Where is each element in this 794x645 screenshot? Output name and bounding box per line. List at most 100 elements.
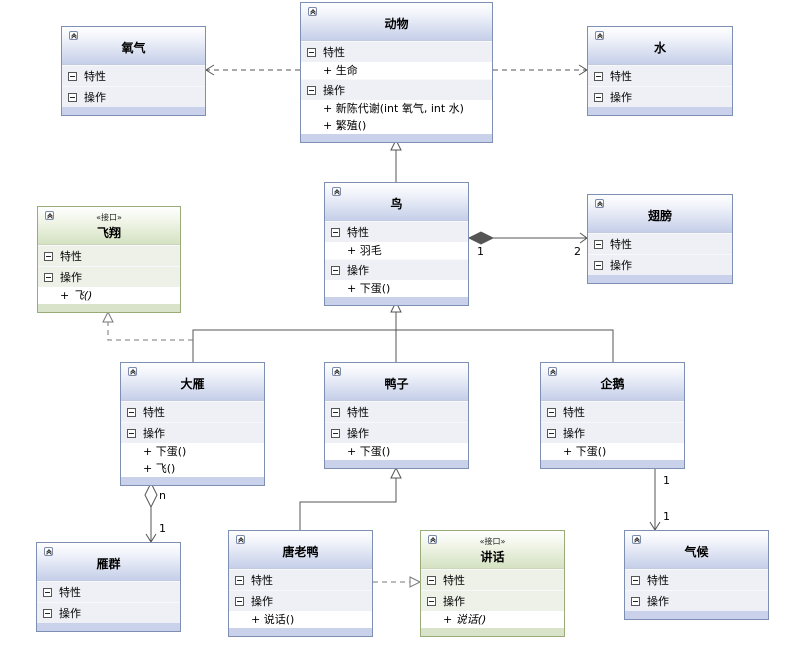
operations-compartment[interactable]: 操作 <box>588 86 732 107</box>
collapse-icon[interactable] <box>548 367 557 376</box>
collapse-icon[interactable] <box>332 187 341 196</box>
attributes-compartment[interactable]: 特性 <box>38 245 180 266</box>
compartment-label: 操作 <box>647 595 669 608</box>
class-climate[interactable]: 气候 特性 操作 <box>624 530 769 620</box>
collapse-icon[interactable] <box>45 211 54 220</box>
minus-icon[interactable] <box>68 72 77 81</box>
compartment-label: 特性 <box>60 250 82 263</box>
operations-compartment[interactable]: 操作 <box>37 602 180 623</box>
operations-compartment[interactable]: 操作 <box>421 590 564 611</box>
compartment-label: 操作 <box>60 271 82 284</box>
operations-compartment[interactable]: 操作 <box>62 86 205 107</box>
collapse-icon[interactable] <box>128 367 137 376</box>
operations-compartment[interactable]: 操作 <box>229 590 372 611</box>
collapse-icon[interactable] <box>308 7 317 16</box>
minus-icon[interactable] <box>127 408 136 417</box>
minus-icon[interactable] <box>547 408 556 417</box>
class-footer <box>541 460 684 468</box>
class-flock[interactable]: 雁群 特性 操作 <box>36 542 181 632</box>
class-water[interactable]: 水 特性 操作 <box>587 26 733 116</box>
operations-compartment[interactable]: 操作 <box>38 266 180 287</box>
minus-icon[interactable] <box>594 93 603 102</box>
class-animal[interactable]: 动物 特性 + 生命 操作 + 新陈代谢(int 氧气, int 水) + 繁殖… <box>300 2 493 143</box>
class-duck[interactable]: 鸭子 特性 操作 + 下蛋() <box>324 362 469 469</box>
compartment-label: 特性 <box>143 406 165 419</box>
attributes-compartment[interactable]: 特性 <box>325 401 468 422</box>
compartment-label: 特性 <box>347 226 369 239</box>
attributes-compartment[interactable]: 特性 <box>325 221 468 242</box>
collapse-icon[interactable] <box>332 367 341 376</box>
attributes-compartment[interactable]: 特性 <box>541 401 684 422</box>
minus-icon[interactable] <box>631 597 640 606</box>
minus-icon[interactable] <box>594 72 603 81</box>
operation-item: + 新陈代谢(int 氧气, int 水) <box>301 100 492 117</box>
operations-compartment[interactable]: 操作 <box>301 79 492 100</box>
operations-compartment[interactable]: 操作 <box>325 422 468 443</box>
attributes-compartment[interactable]: 特性 <box>625 569 768 590</box>
interface-fly[interactable]: «接口»飞翔 特性 操作 + 飞() <box>37 206 181 313</box>
attributes-compartment[interactable]: 特性 <box>229 569 372 590</box>
operations-compartment[interactable]: 操作 <box>625 590 768 611</box>
minus-icon[interactable] <box>44 273 53 282</box>
attributes-compartment[interactable]: 特性 <box>301 41 492 62</box>
class-oxygen[interactable]: 氧气 特性 操作 <box>61 26 206 116</box>
attributes-compartment[interactable]: 特性 <box>121 401 264 422</box>
class-header: 鸭子 <box>325 363 468 401</box>
attributes-compartment[interactable]: 特性 <box>62 65 205 86</box>
minus-icon[interactable] <box>307 86 316 95</box>
collapse-icon[interactable] <box>595 199 604 208</box>
collapse-icon[interactable] <box>632 535 641 544</box>
minus-icon[interactable] <box>427 576 436 585</box>
compartment-label: 特性 <box>563 406 585 419</box>
minus-icon[interactable] <box>547 429 556 438</box>
class-footer <box>588 107 732 115</box>
minus-icon[interactable] <box>427 597 436 606</box>
minus-icon[interactable] <box>44 252 53 261</box>
collapse-icon[interactable] <box>236 535 245 544</box>
operation-item: + 繁殖() <box>301 117 492 134</box>
minus-icon[interactable] <box>235 597 244 606</box>
minus-icon[interactable] <box>68 93 77 102</box>
minus-icon[interactable] <box>331 266 340 275</box>
class-penguin[interactable]: 企鹅 特性 操作 + 下蛋() <box>540 362 685 469</box>
class-header: 气候 <box>625 531 768 569</box>
minus-icon[interactable] <box>43 609 52 618</box>
operations-compartment[interactable]: 操作 <box>325 259 468 280</box>
attributes-compartment[interactable]: 特性 <box>588 65 732 86</box>
operations-compartment[interactable]: 操作 <box>588 254 732 275</box>
class-footer <box>301 134 492 142</box>
operations-compartment[interactable]: 操作 <box>541 422 684 443</box>
attributes-compartment[interactable]: 特性 <box>588 233 732 254</box>
class-header: 水 <box>588 27 732 65</box>
attributes-compartment[interactable]: 特性 <box>37 581 180 602</box>
class-footer <box>421 628 564 636</box>
interface-speak[interactable]: «接口»讲话 特性 操作 + 说话() <box>420 530 565 637</box>
compartment-label: 特性 <box>610 238 632 251</box>
minus-icon[interactable] <box>331 429 340 438</box>
minus-icon[interactable] <box>331 228 340 237</box>
minus-icon[interactable] <box>235 576 244 585</box>
class-goose[interactable]: 大雁 特性 操作 + 下蛋() + 飞() <box>120 362 265 486</box>
collapse-icon[interactable] <box>595 31 604 40</box>
compartment-label: 特性 <box>84 70 106 83</box>
minus-icon[interactable] <box>43 588 52 597</box>
collapse-icon[interactable] <box>428 535 437 544</box>
minus-icon[interactable] <box>631 576 640 585</box>
compartment-label: 特性 <box>251 574 273 587</box>
operations-compartment[interactable]: 操作 <box>121 422 264 443</box>
minus-icon[interactable] <box>594 240 603 249</box>
class-footer <box>37 623 180 631</box>
class-wing[interactable]: 翅膀 特性 操作 <box>587 194 733 284</box>
collapse-icon[interactable] <box>69 31 78 40</box>
class-donald-duck[interactable]: 唐老鸭 特性 操作 + 说话() <box>228 530 373 637</box>
collapse-icon[interactable] <box>44 547 53 556</box>
minus-icon[interactable] <box>307 48 316 57</box>
minus-icon[interactable] <box>594 261 603 270</box>
class-bird[interactable]: 鸟 特性 + 羽毛 操作 + 下蛋() <box>324 182 469 306</box>
minus-icon[interactable] <box>127 429 136 438</box>
compartment-label: 操作 <box>84 91 106 104</box>
attribute-item: + 生命 <box>301 62 492 79</box>
attributes-compartment[interactable]: 特性 <box>421 569 564 590</box>
minus-icon[interactable] <box>331 408 340 417</box>
class-footer <box>62 107 205 115</box>
